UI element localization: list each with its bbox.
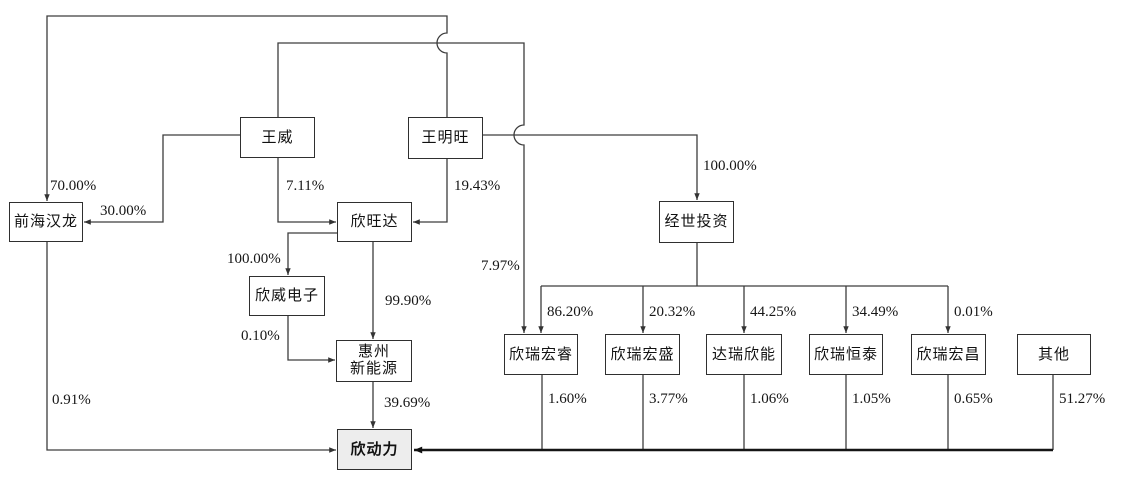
edge-line-wangwei-qianhai <box>83 134 240 225</box>
node-label: 欣旺达 <box>350 214 399 230</box>
node-label: 欣瑞恒泰 <box>813 346 878 363</box>
edge-label-106: 1.06% <box>750 391 789 407</box>
node-xinwei-dianzi: 欣威电子 <box>249 276 325 316</box>
edge-label-8620: 86.20% <box>547 304 594 320</box>
edge-label-30: 30.00% <box>100 203 147 219</box>
edge-label-065: 0.65% <box>954 391 993 407</box>
edge-label-160: 1.60% <box>548 391 587 407</box>
edge-label-2032: 20.32% <box>649 304 696 320</box>
edge-label-5127: 51.27% <box>1059 391 1106 407</box>
node-xinrui-hongchang: 欣瑞宏昌 <box>911 334 986 375</box>
node-label: 欣瑞宏睿 <box>508 346 573 363</box>
node-xinrui-hongrui: 欣瑞宏睿 <box>504 334 578 375</box>
edge-line-wangwei-xinwangda <box>277 158 337 225</box>
node-huizhou-xinnengyuan: 惠州 新能源 <box>336 340 412 382</box>
node-xinrui-hongsheng: 欣瑞宏盛 <box>605 334 680 375</box>
node-label: 王明旺 <box>421 130 470 146</box>
node-qianhai-hanlong: 前海汉龙 <box>9 202 83 242</box>
edge-line-xinwei-huizhou <box>287 316 336 363</box>
edge-line-xinwangda-xinwei <box>285 232 337 276</box>
edge-label-9990: 99.90% <box>385 293 432 309</box>
node-label: 达瑞欣能 <box>711 346 776 363</box>
node-label: 王威 <box>261 129 294 146</box>
node-qita: 其他 <box>1017 334 1091 375</box>
node-xinwangda: 欣旺达 <box>337 202 412 242</box>
edge-label-377: 3.77% <box>649 391 688 407</box>
node-label: 其他 <box>1037 346 1070 363</box>
node-label: 经世投资 <box>664 214 729 230</box>
node-xindongli: 欣动力 <box>337 429 412 470</box>
node-label: 欣瑞宏盛 <box>610 346 675 363</box>
edge-label-010: 0.10% <box>241 328 280 344</box>
node-darui-xinneng: 达瑞欣能 <box>706 334 782 375</box>
node-label: 前海汉龙 <box>13 214 78 230</box>
node-label: 欣瑞宏昌 <box>916 346 981 363</box>
edge-line-wangwei-xinruihongrui <box>277 42 527 334</box>
edge-label-1943: 19.43% <box>454 178 501 194</box>
node-xinrui-hengtai: 欣瑞恒泰 <box>809 334 883 375</box>
edge-label-3449: 34.49% <box>852 304 899 320</box>
edge-label-711: 7.11% <box>286 178 325 194</box>
edge-line-qianhai-xindongli <box>46 242 337 453</box>
edge-label-100j: 100.00% <box>703 158 757 174</box>
edge-line-wangmingwang-jingshi <box>483 134 700 201</box>
edge-label-797: 7.97% <box>481 258 520 274</box>
node-label-line1: 惠州 <box>357 344 390 360</box>
node-label: 欣动力 <box>350 441 399 458</box>
edge-label-091: 0.91% <box>52 392 91 408</box>
edge-line-wangmingwang-qianhai <box>44 15 448 202</box>
edge-label-100x: 100.00% <box>227 251 281 267</box>
edge-label-3969: 39.69% <box>384 395 431 411</box>
edge-line-wangmingwang-xinwangda <box>412 159 448 225</box>
node-label: 欣威电子 <box>254 288 319 304</box>
node-wang-mingwang: 王明旺 <box>408 117 483 159</box>
node-label-line2: 新能源 <box>349 361 398 377</box>
node-wang-wei: 王威 <box>240 117 315 158</box>
node-jingshi-touzi: 经世投资 <box>659 201 734 243</box>
edge-label-70: 70.00% <box>50 178 97 194</box>
edge-label-105: 1.05% <box>852 391 891 407</box>
edge-label-4425: 44.25% <box>750 304 797 320</box>
edge-label-001: 0.01% <box>954 304 993 320</box>
